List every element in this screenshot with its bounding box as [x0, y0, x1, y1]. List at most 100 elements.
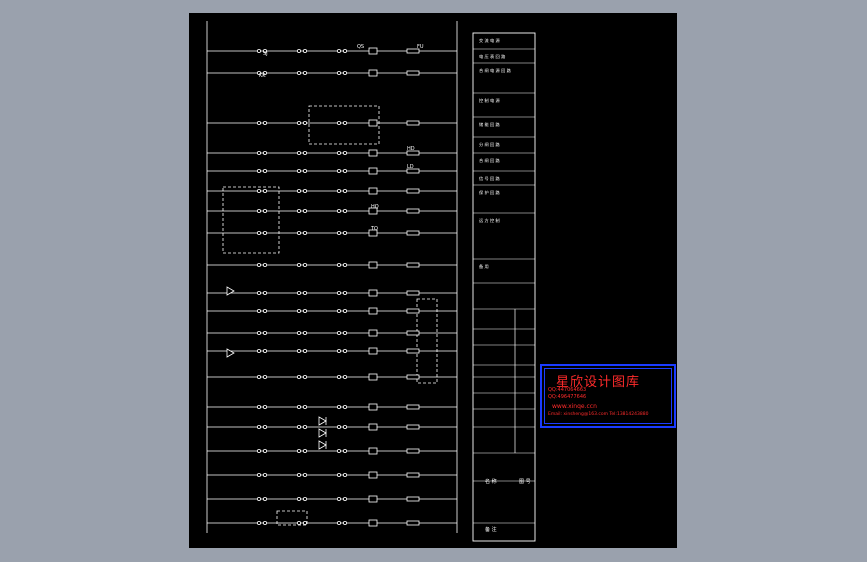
contact-symbol — [257, 520, 262, 525]
contact-symbol — [263, 330, 268, 335]
contact-symbol — [263, 374, 268, 379]
label-tq: TQ — [370, 226, 378, 232]
contact-symbol — [303, 472, 308, 477]
contact-symbol — [336, 404, 341, 409]
coil-symbol — [368, 261, 378, 269]
contact-symbol — [297, 404, 302, 409]
title-block-row-label: 电 压 表 回 路 — [479, 53, 506, 60]
contact-symbol — [336, 496, 341, 501]
contact-symbol — [297, 348, 302, 353]
contact-symbol — [257, 448, 262, 453]
contact-symbol — [257, 49, 262, 54]
contact-symbol — [336, 168, 341, 173]
contact-symbol — [297, 424, 302, 429]
coil-symbol — [368, 447, 378, 455]
contact-symbol — [303, 290, 308, 295]
contact-symbol — [342, 150, 347, 155]
contact-symbol — [257, 168, 262, 173]
contact-symbol — [303, 150, 308, 155]
watermark-qq1: QQ:447064663 — [548, 387, 587, 393]
contact-symbol — [297, 150, 302, 155]
contact-symbol — [336, 49, 341, 54]
contact-symbol — [336, 262, 341, 267]
diode-symbol — [318, 428, 327, 438]
contact-symbol — [342, 49, 347, 54]
contact-symbol — [342, 230, 347, 235]
resistor-symbol — [406, 308, 420, 314]
contact-symbol — [263, 71, 268, 76]
contact-symbol — [257, 404, 262, 409]
diode-symbol — [318, 416, 327, 426]
contact-symbol — [342, 472, 347, 477]
contact-symbol — [257, 262, 262, 267]
resistor-symbol — [406, 70, 420, 76]
resistor-symbol — [406, 208, 420, 214]
contact-symbol — [336, 208, 341, 213]
title-block-row-label: 分 闸 回 路 — [479, 141, 501, 148]
contact-symbol — [297, 121, 302, 126]
resistor-symbol — [406, 188, 420, 194]
diode-symbol — [318, 440, 327, 450]
coil-symbol — [368, 149, 378, 157]
contact-symbol — [303, 424, 308, 429]
contact-symbol — [297, 188, 302, 193]
contact-symbol — [342, 188, 347, 193]
contact-symbol — [336, 290, 341, 295]
resistor-symbol — [406, 330, 420, 336]
contact-symbol — [303, 168, 308, 173]
contact-symbol — [336, 308, 341, 313]
contact-symbol — [297, 330, 302, 335]
resistor-symbol — [406, 262, 420, 268]
contact-symbol — [303, 374, 308, 379]
contact-symbol — [263, 188, 268, 193]
resistor-symbol — [406, 404, 420, 410]
contact-symbol — [342, 330, 347, 335]
resistor-symbol — [406, 230, 420, 236]
title-block-row-label: 合 闸 回 路 — [479, 157, 501, 164]
resistor-symbol — [406, 290, 420, 296]
contact-symbol — [263, 424, 268, 429]
coil-symbol — [368, 187, 378, 195]
contact-symbol — [257, 71, 262, 76]
resistor-symbol — [406, 150, 420, 156]
resistor-symbol — [406, 424, 420, 430]
coil-symbol — [368, 423, 378, 431]
contact-symbol — [257, 208, 262, 213]
label-ld: LD — [407, 164, 414, 170]
contact-symbol — [263, 121, 268, 126]
contact-symbol — [263, 208, 268, 213]
title-block-row-label: 信 号 回 路 — [479, 175, 501, 182]
drawing-sheet: SJ KK QS HD LD HQ TQ FU 交 流 电 源电 压 表 回 路… — [189, 13, 677, 548]
title-block-note: 备 注 — [485, 526, 497, 533]
label-qs: QS — [357, 44, 364, 50]
resistor-symbol — [406, 120, 420, 126]
contact-symbol — [263, 448, 268, 453]
resistor-symbol — [406, 348, 420, 354]
contact-symbol — [336, 188, 341, 193]
contact-symbol — [297, 208, 302, 213]
contact-symbol — [342, 374, 347, 379]
title-block-row-label: 合 闸 电 源 回 路 — [479, 67, 512, 74]
contact-symbol — [303, 49, 308, 54]
title-block-name: 名 称 — [485, 478, 497, 485]
contact-symbol — [303, 71, 308, 76]
contact-symbol — [263, 472, 268, 477]
coil-symbol — [368, 373, 378, 381]
contact-symbol — [336, 348, 341, 353]
coil-symbol — [368, 47, 378, 55]
contact-symbol — [257, 308, 262, 313]
contact-symbol — [342, 168, 347, 173]
resistor-symbol — [406, 168, 420, 174]
watermark-stamp: 星欣设计图库 QQ:447064663 QQ:496477646 www.xin… — [540, 364, 676, 428]
contact-symbol — [303, 448, 308, 453]
title-block-row-label: 备 用 — [479, 263, 489, 270]
coil-symbol — [368, 229, 378, 237]
contact-symbol — [336, 330, 341, 335]
contact-symbol — [263, 168, 268, 173]
coil-symbol — [368, 471, 378, 479]
contact-symbol — [303, 520, 308, 525]
contact-symbol — [342, 208, 347, 213]
contact-symbol — [303, 348, 308, 353]
resistor-symbol — [406, 48, 420, 54]
